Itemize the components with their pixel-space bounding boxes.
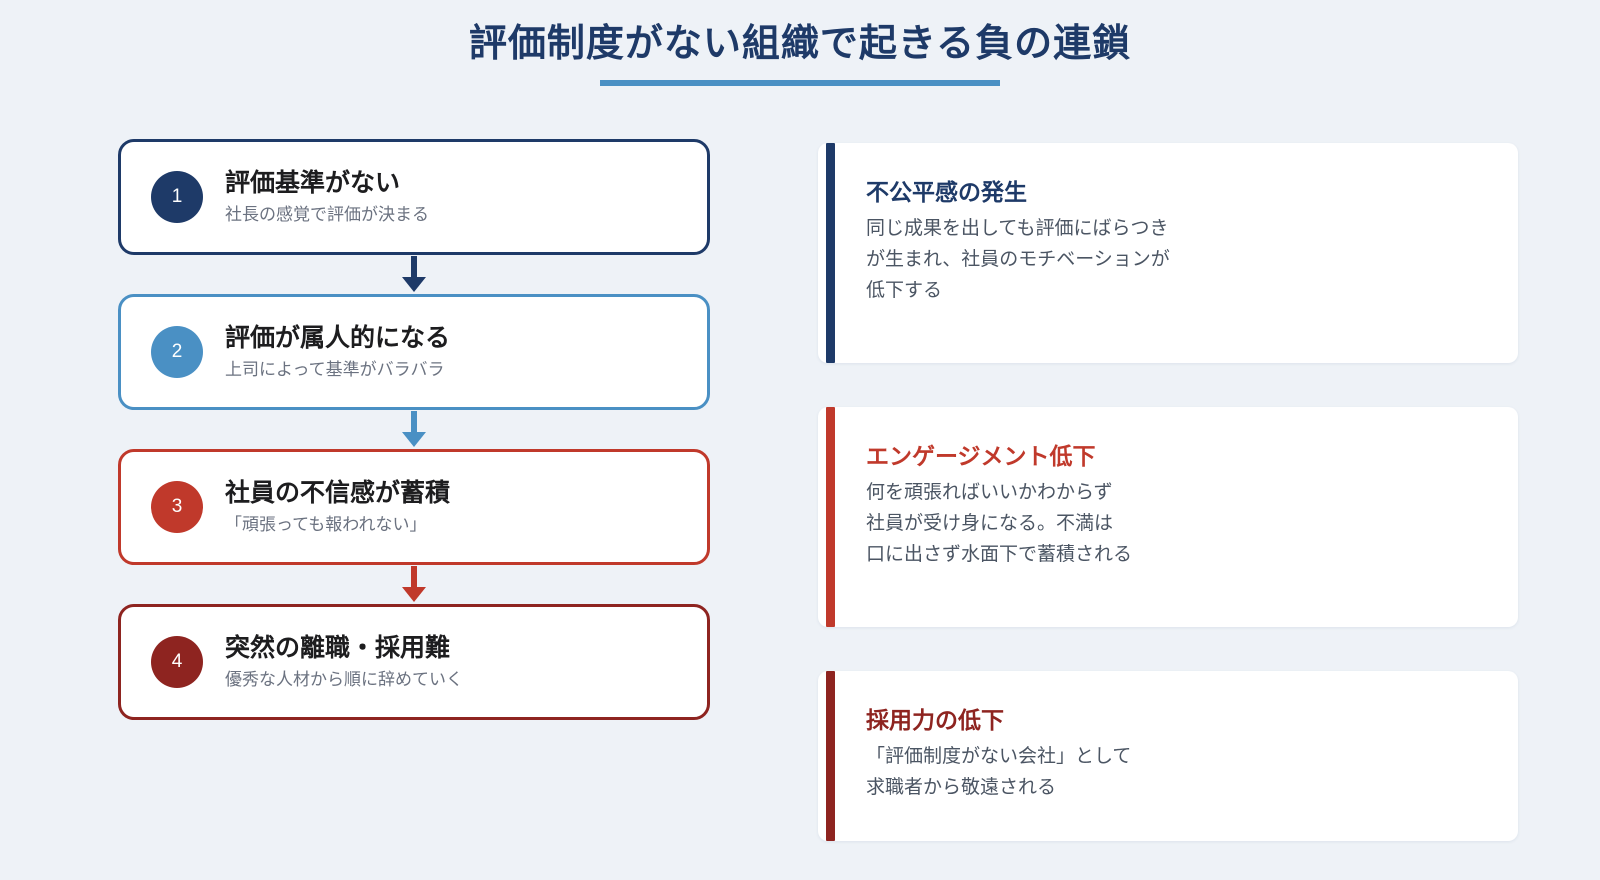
step-card-2[interactable]: 2 評価が属人的になる上司によって基準がバラバラ — [118, 294, 710, 410]
effect-body-line: 求職者から敬遠される — [866, 776, 1057, 798]
effect-body-line: 同じ成果を出しても評価にばらつき — [866, 218, 1169, 240]
effect-body: 「評価制度がない会社」として求職者から敬遠される — [866, 742, 1518, 804]
step-subtitle: 「頑張っても報われない」 — [225, 514, 427, 534]
arrow-step3-to-step4 — [118, 565, 710, 604]
negative-spiral-flow: 1 評価基準がない社長の感覚で評価が決まる 2 評価が属人的になる上司によって基準がバ… — [118, 139, 710, 720]
effect-body-line: 何を頑張ればいいかわからず — [866, 482, 1113, 504]
step-subtitle: 上司によって基準がバラバラ — [225, 359, 445, 379]
step-number-badge: 3 — [151, 481, 203, 533]
step-number-badge: 1 — [151, 171, 203, 223]
effect-body: 同じ成果を出しても評価にばらつきが生まれ、社員のモチベーションが低下する — [866, 214, 1518, 306]
effect-card[interactable]: 不公平感の発生同じ成果を出しても評価にばらつきが生まれ、社員のモチベーションが低… — [818, 143, 1518, 363]
step-number-badge: 2 — [151, 326, 203, 378]
effect-accent-bar — [826, 143, 835, 363]
effect-body-line: 低下する — [866, 279, 943, 301]
arrow-step1-to-step2 — [118, 255, 710, 294]
title-underline — [600, 79, 1000, 86]
step-title: 突然の離職・採用難 — [225, 634, 451, 663]
page-title: 評価制度がない組織で起きる負の連鎖 — [468, 23, 1132, 65]
step-card-4[interactable]: 4 突然の離職・採用難優秀な人材から順に辞めていく — [118, 604, 710, 720]
effects-panel: 不公平感の発生同じ成果を出しても評価にばらつきが生まれ、社員のモチベーションが低… — [818, 143, 1518, 841]
effect-body-line: 「評価制度がない会社」として — [866, 746, 1132, 768]
effect-heading: 採用力の低下 — [866, 707, 1004, 733]
effect-body-line: 社員が受け身になる。不満は — [866, 512, 1114, 534]
effect-card[interactable]: エンゲージメント低下何を頑張ればいいかわからず社員が受け身になる。不満は口に出さ… — [818, 407, 1518, 627]
step-card-3[interactable]: 3 社員の不信感が蓄積「頑張っても報われない」 — [118, 449, 710, 565]
step-text-group: 評価が属人的になる上司によって基準がバラバラ — [225, 323, 450, 380]
effect-accent-bar — [826, 407, 835, 627]
step-title: 評価が属人的になる — [225, 324, 451, 353]
step-text-group: 突然の離職・採用難優秀な人材から順に辞めていく — [225, 633, 463, 690]
step-text-group: 評価基準がない社長の感覚で評価が決まる — [225, 168, 429, 225]
step-subtitle: 社長の感覚で評価が決まる — [225, 204, 429, 224]
step-number-badge: 4 — [151, 636, 203, 688]
effect-heading: エンゲージメント低下 — [866, 443, 1096, 469]
effect-card[interactable]: 採用力の低下「評価制度がない会社」として求職者から敬遠される — [818, 671, 1518, 841]
step-title: 評価基準がない — [225, 169, 401, 198]
step-card-1[interactable]: 1 評価基準がない社長の感覚で評価が決まる — [118, 139, 710, 255]
step-text-group: 社員の不信感が蓄積「頑張っても報われない」 — [225, 478, 450, 535]
effect-body-line: が生まれ、社員のモチベーションが — [866, 248, 1170, 270]
page-header: 評価制度がない組織で起きる負の連鎖 — [0, 22, 1600, 86]
step-title: 社員の不信感が蓄積 — [225, 479, 451, 508]
step-subtitle: 優秀な人材から順に辞めていく — [225, 669, 463, 689]
arrow-step2-to-step3 — [118, 410, 710, 449]
effect-heading: 不公平感の発生 — [866, 179, 1027, 205]
effect-body-line: 口に出さず水面下で蓄積される — [866, 543, 1133, 565]
effect-accent-bar — [826, 671, 835, 841]
effect-body: 何を頑張ればいいかわからず社員が受け身になる。不満は口に出さず水面下で蓄積される — [866, 478, 1518, 570]
